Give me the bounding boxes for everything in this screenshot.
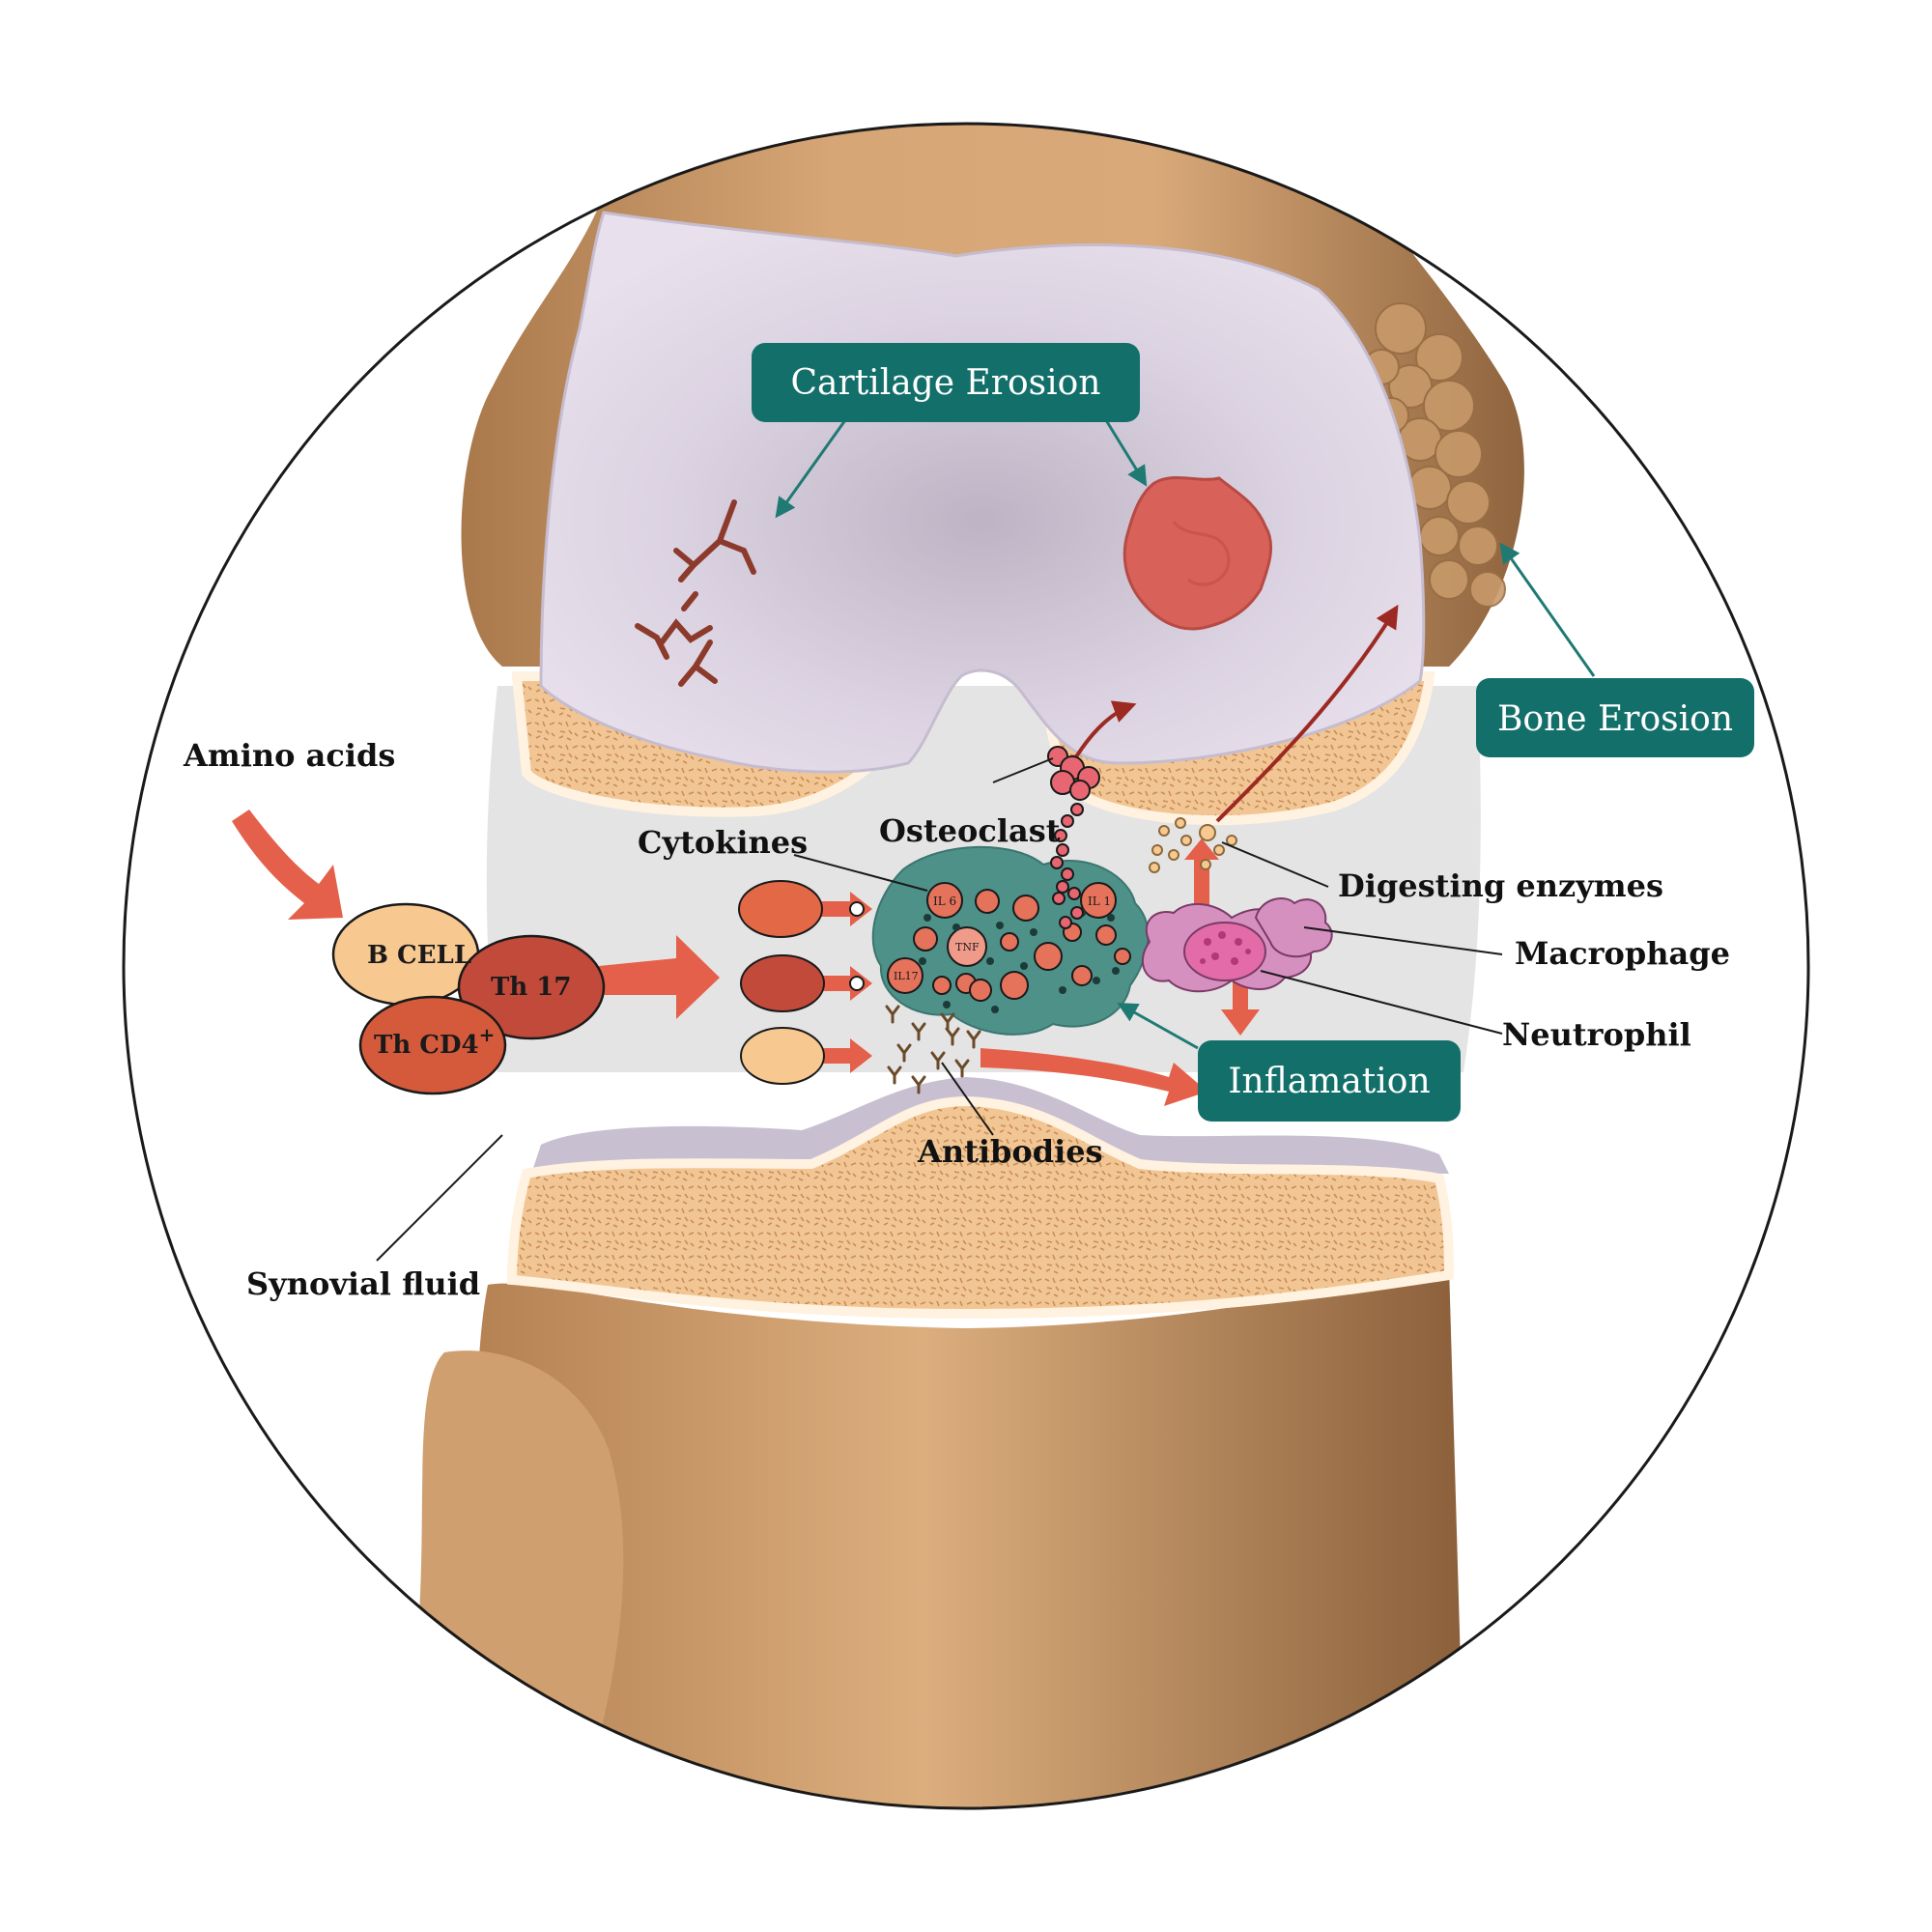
thcd4-label: Th CD4+ [374, 1023, 495, 1060]
small-arrow-3 [816, 1038, 872, 1073]
cell-peach [740, 1027, 825, 1085]
cell-orange [738, 880, 823, 938]
tibia-bone [476, 1265, 1468, 1808]
cell-darkred [740, 954, 825, 1012]
cytokines-label: Cytokines [638, 824, 808, 861]
il1-text: IL 1 [1088, 895, 1111, 908]
osteoclast-label: Osteoclast [879, 812, 1061, 849]
th17-label: Th 17 [491, 973, 571, 1002]
il17-circle [887, 957, 923, 994]
inflammation-box: Inflamation [1198, 1040, 1461, 1122]
il6-circle [926, 882, 963, 919]
bone-erosion-box: Bone Erosion [1476, 678, 1754, 757]
antibodies-to-inflammation-arrow [980, 1048, 1208, 1106]
b-cell-label: B CELL [367, 941, 471, 970]
cartilage-erosion-box: Cartilage Erosion [752, 343, 1140, 422]
tibia-spongy [506, 1095, 1455, 1320]
erosion-arrows [1070, 604, 1399, 823]
neutrophil-granules [1200, 931, 1251, 965]
svg-text:Cartilage Erosion: Cartilage Erosion [791, 363, 1101, 403]
leader-lines [376, 757, 1503, 1262]
macrophage-lobe [1254, 897, 1333, 958]
small-arrow-1 [816, 892, 872, 926]
antibodies-label: Antibodies [917, 1133, 1103, 1170]
digesting-enzymes-label: Digesting enzymes [1338, 867, 1663, 904]
svg-text:Inflamation: Inflamation [1228, 1062, 1430, 1101]
small-arrow-2 [816, 966, 872, 1001]
lesion-icon [1122, 475, 1273, 631]
amino-arrow [232, 810, 343, 920]
crack-icon [635, 499, 756, 687]
svg-text:Bone Erosion: Bone Erosion [1497, 699, 1733, 739]
il1-circle [1080, 882, 1117, 919]
macrophage-label: Macrophage [1515, 935, 1730, 972]
enzyme-icon [1149, 817, 1237, 873]
th17-cell [457, 934, 606, 1040]
thcd4-cell [358, 995, 507, 1095]
macrophage-down-arrow [1221, 980, 1260, 1036]
fibula-bone [419, 1350, 624, 1808]
outer-circle [122, 122, 1810, 1810]
neutrophil-label: Neutrophil [1502, 1016, 1691, 1053]
amino-acids-label: Amino acids [183, 737, 395, 774]
il6-text: IL 6 [933, 895, 956, 908]
synovial-fluid-label: Synovial fluid [246, 1265, 480, 1302]
cells-to-center-arrow [599, 935, 720, 1019]
neutrophil-cell [1183, 922, 1266, 981]
enzymes-up-arrow [1184, 838, 1219, 908]
cytokine-circles [887, 882, 1131, 1002]
teal-arrows [775, 419, 1596, 1050]
tnf-circle [947, 926, 987, 967]
tnf-text: TNF [955, 941, 980, 953]
antibody-icon [885, 1005, 981, 1094]
il17-text: IL17 [894, 970, 919, 982]
process-arrows [232, 810, 1260, 1106]
osteoclast-icon [1047, 746, 1100, 929]
